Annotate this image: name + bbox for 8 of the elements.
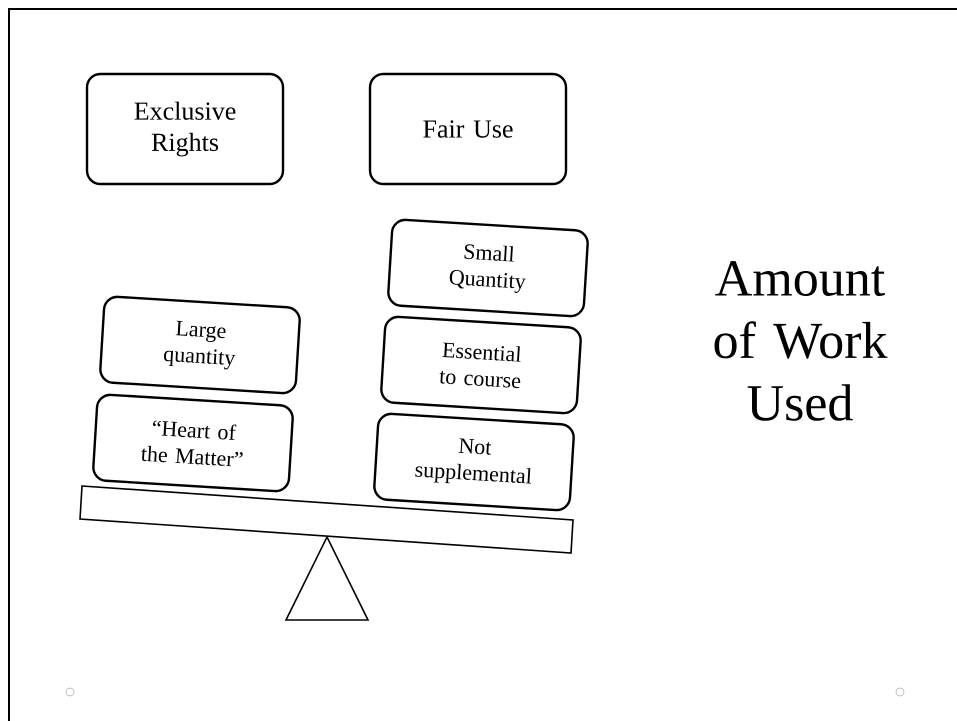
text-box: “Heart of the Matter” — [92, 394, 294, 492]
text-box: Small Quantity — [387, 218, 589, 318]
text-box: Not supplemental — [373, 412, 575, 512]
text-box: Large quantity — [99, 296, 301, 394]
heading-text: Amount of Work Used — [714, 261, 888, 421]
text-box: Fair Use — [368, 72, 568, 186]
text-box: Essential to course — [380, 316, 582, 414]
text-box: Exclusive Rights — [86, 72, 284, 186]
